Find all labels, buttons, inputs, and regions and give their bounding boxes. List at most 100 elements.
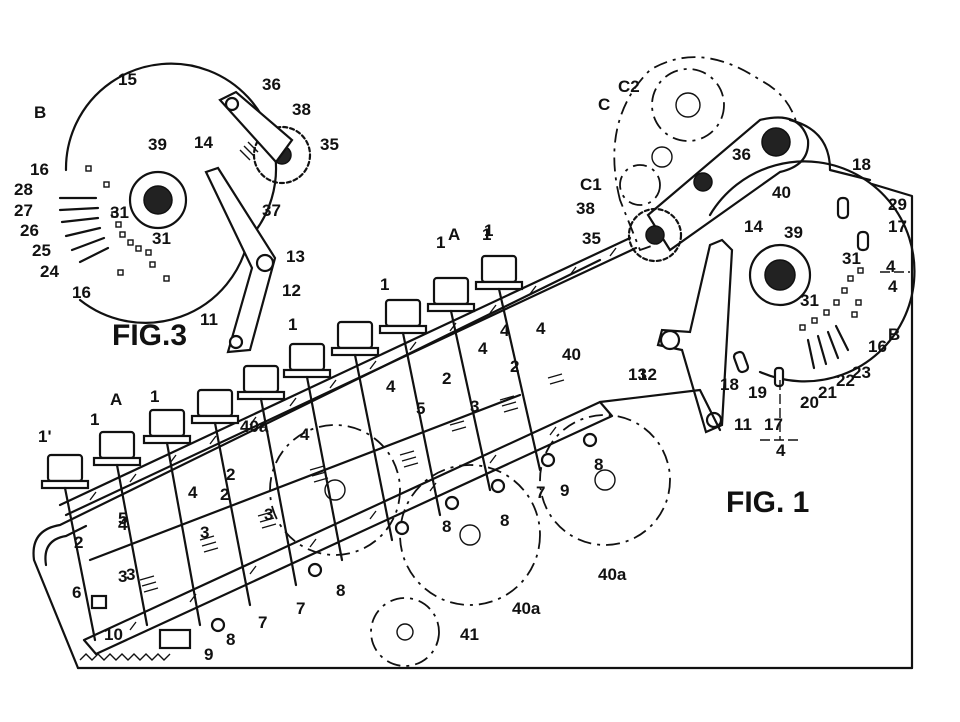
ref-label: 1' (38, 427, 52, 446)
ref-label: 22 (836, 371, 855, 390)
ref-label: 3 (200, 523, 209, 542)
ref-label: 25 (32, 241, 51, 260)
ref-label: 40a (598, 565, 627, 584)
ref-label: 40a (240, 417, 269, 436)
bar-5 (88, 393, 522, 562)
ref-label: 8 (226, 630, 235, 649)
fig3-spring-37 (239, 141, 259, 161)
ref-label: 16 (30, 160, 49, 179)
wheel-3-hub (594, 469, 616, 491)
disc-39-shaft (764, 259, 796, 291)
gear-C2 (651, 68, 725, 142)
ref-label: 28 (14, 180, 33, 199)
fig3-lever (204, 166, 277, 354)
ref-label: 16 (868, 337, 887, 356)
ref-label: 3 (470, 397, 479, 416)
ref-label: 36 (732, 145, 751, 164)
key (282, 342, 344, 562)
housing-outline (32, 258, 602, 670)
ref-label: 3 (118, 567, 127, 586)
holes-31 (799, 267, 864, 331)
right-wall (870, 182, 914, 670)
wheel-41 (370, 597, 440, 667)
arm-hub (761, 127, 791, 157)
disc-40-outline (708, 160, 916, 383)
ref-label: 11 (734, 415, 752, 434)
ref-label: 18 (720, 375, 739, 394)
ref-label: 23 (852, 363, 871, 382)
arm-pin-36 (693, 172, 713, 192)
top-plate-hatch (89, 247, 617, 501)
ref-label: 8 (442, 517, 451, 536)
fig3-arm-pin (224, 96, 240, 112)
fig3-title: FIG.3 (112, 319, 187, 352)
slots-20-23 (806, 324, 850, 370)
ref-label: 8 (594, 455, 603, 474)
ref-label: 14 (744, 217, 763, 236)
keys (40, 254, 542, 642)
ref-label: 15 (118, 70, 137, 89)
fig1-title: FIG. 1 (726, 486, 809, 519)
ref-label: 17 (888, 217, 907, 236)
ref-label: B (888, 325, 900, 344)
ref-label: 7 (258, 613, 267, 632)
ref-label: C2 (618, 77, 640, 96)
wheel-1-hub (324, 479, 346, 501)
ref-label: 31 (110, 203, 129, 222)
ref-label: 40a (512, 599, 541, 618)
ref-label: 38 (576, 199, 595, 218)
ref-label: 5 (118, 509, 127, 528)
ref-label: 19 (748, 383, 767, 402)
ref-label: 16 (72, 283, 91, 302)
wheel-40a-3 (539, 414, 671, 546)
ref-label: 39 (148, 135, 167, 154)
ref-label: 4 (188, 483, 198, 502)
gear-C1-hub (651, 146, 673, 168)
ref-label: 11 (200, 310, 218, 329)
pins (210, 432, 598, 633)
ref-label: 14 (194, 133, 213, 152)
ref-label: 4 (478, 339, 488, 358)
ref-label: 5 (416, 399, 425, 418)
ref-label: 3 (126, 565, 135, 584)
ref-label: 4 (536, 319, 546, 338)
ref-label: 2 (226, 465, 235, 484)
ref-label: 40 (562, 345, 581, 364)
ref-label: 20 (800, 393, 819, 412)
key (190, 388, 252, 607)
ref-label: 40 (772, 183, 791, 202)
ref-label: 29 (888, 195, 907, 214)
ref-label: 4 (118, 515, 128, 534)
fig1-frame (32, 182, 914, 670)
ref-label: 1 (288, 315, 297, 334)
ref-label: 1 (482, 225, 491, 244)
ref-label: 7 (296, 599, 305, 618)
ref-label: 39 (784, 223, 803, 242)
gear-C2-hub (675, 92, 701, 118)
block-6 (90, 594, 108, 610)
ref-label: 9 (204, 645, 213, 664)
lower-plate-hatch (129, 426, 557, 631)
ref-label: 9 (560, 481, 569, 500)
ref-label: 31 (800, 291, 819, 310)
ref-label: 41 (460, 625, 479, 644)
ref-label: 4 (888, 277, 898, 296)
slot-19 (773, 366, 785, 388)
ref-label: 4 (886, 257, 896, 276)
fig3-shaft-39 (143, 185, 173, 215)
ref-label: 1 (150, 387, 159, 406)
block-10 (158, 628, 192, 650)
fig3-pin-11 (228, 334, 244, 350)
ref-label: 31 (152, 229, 171, 248)
housing-inner (44, 524, 88, 567)
gear-C1 (619, 164, 661, 206)
ref-label: 12 (282, 281, 301, 300)
ref-label: 1 (484, 221, 493, 240)
ref-label: 1 (380, 275, 389, 294)
ref-label: 35 (320, 135, 339, 154)
section-line (760, 271, 910, 441)
ref-label: 12 (638, 365, 657, 384)
slot-17-top (856, 230, 870, 252)
ref-label: 4 (300, 425, 310, 444)
ref-label: 17 (764, 415, 783, 434)
